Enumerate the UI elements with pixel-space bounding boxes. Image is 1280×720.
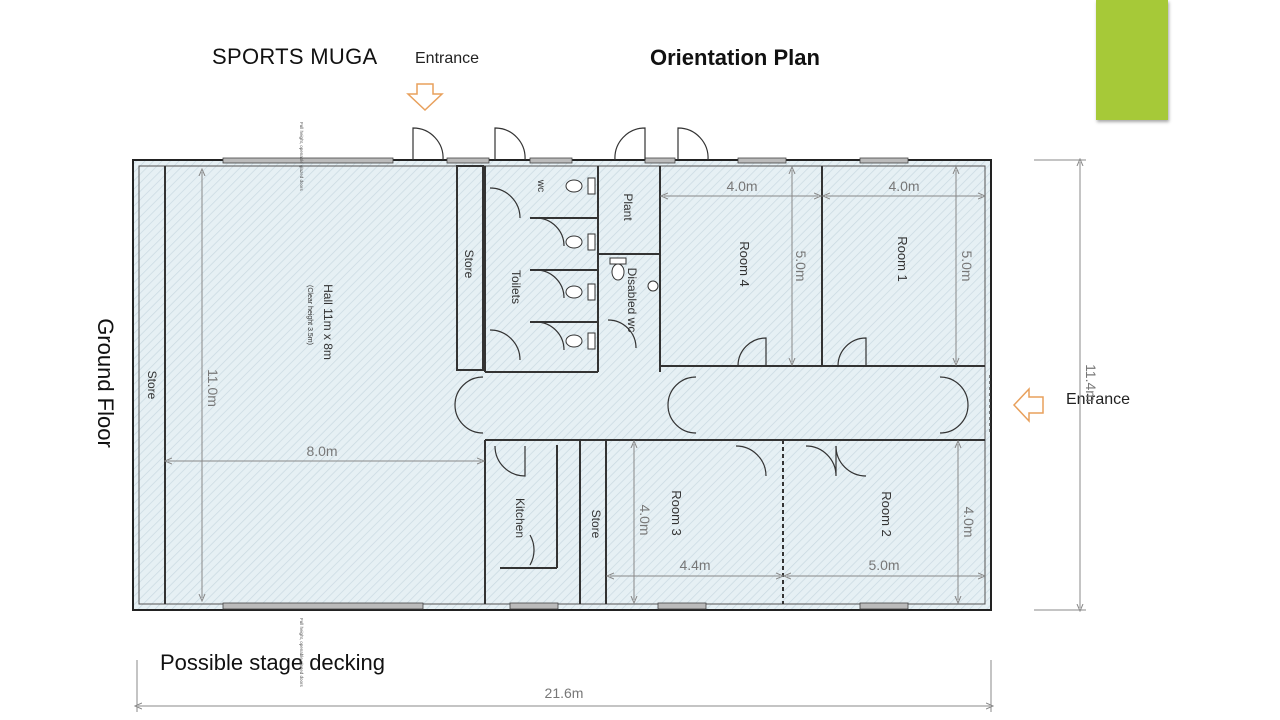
store-lower-label: Store [589, 510, 603, 539]
hall-label: Hall 11m x 8m [321, 284, 335, 360]
hall-width-label: 8.0m [306, 443, 337, 459]
room2-width-label: 5.0m [868, 557, 899, 573]
accent-bar [1096, 0, 1168, 120]
room1-width-label: 4.0m [888, 178, 919, 194]
hall-height-label: 11.0m [205, 369, 221, 407]
kitchen-label: Kitchen [513, 498, 527, 538]
room3-label: Room 3 [669, 490, 684, 536]
total-width-label: 21.6m [545, 685, 584, 701]
outer-walls [132, 159, 992, 611]
disabled-wc-label: Disabled wc [625, 268, 639, 333]
sports-muga-label: SPORTS MUGA [212, 44, 378, 69]
room4-height-label: 5.0m [793, 250, 809, 281]
wc-fixtures [565, 177, 659, 350]
room2-label: Room 2 [879, 491, 894, 537]
page-title: Orientation Plan [650, 45, 820, 70]
glazed-doors-note-bottom: Full height, openable glazed doors [299, 618, 304, 688]
entrance-arrow-icon-right [1012, 387, 1044, 423]
room1-height-label: 5.0m [959, 250, 975, 281]
room4-label: Room 4 [737, 241, 752, 287]
total-height-label: 11.4m [1083, 364, 1099, 402]
store-mid-label: Store [462, 250, 476, 279]
door-swings [412, 127, 991, 566]
window-strips [222, 157, 909, 610]
stage-decking-label: Possible stage decking [160, 650, 386, 675]
room2-height-label: 4.0m [961, 506, 977, 537]
toilets-label: Toilets [509, 270, 523, 304]
store-left-label: Store [145, 371, 159, 400]
hall-note: (Clear height 3.5m) [306, 285, 313, 345]
room4-width-label: 4.0m [726, 178, 757, 194]
plant-label: Plant [621, 193, 635, 221]
glazed-doors-note-top: Full height, openable glazed doors [299, 122, 304, 192]
wc-label: wc [535, 179, 546, 192]
room1-label: Room 1 [895, 236, 910, 282]
entrance-arrow-icon [406, 83, 444, 112]
top-entrance-label: Entrance [415, 50, 480, 67]
room3-width-label: 4.4m [679, 557, 710, 573]
room3-height-label: 4.0m [637, 504, 653, 535]
dimension-lines [137, 160, 1086, 712]
